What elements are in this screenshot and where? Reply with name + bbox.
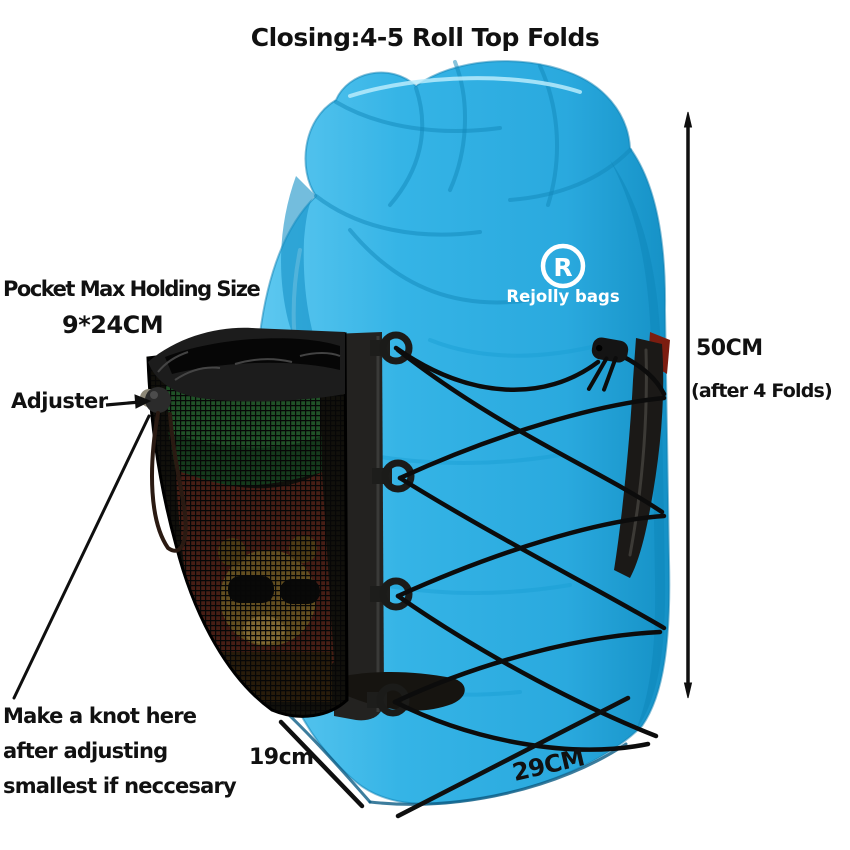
logo-name: Rejolly bags [506, 287, 619, 306]
drawstring-cord-loop [150, 411, 188, 553]
height-measure-line [683, 111, 693, 699]
mesh-pocket [140, 327, 349, 718]
knot-note-line1: Make a knot here [3, 704, 197, 728]
pocket-size-title: Pocket Max Holding Size [3, 277, 261, 301]
roll-top-creases [314, 60, 632, 305]
pocket-drawstring-collar [148, 327, 345, 402]
knot-note-line2: after adjusting [3, 739, 168, 763]
mesh-shade [148, 334, 347, 717]
mesh-overlay [148, 334, 347, 717]
d-rings [367, 331, 415, 717]
width-measure-line [395, 695, 631, 819]
logo-letter: R [553, 253, 572, 282]
d-ring [370, 577, 413, 611]
height-dimension-note: (after 4 Folds) [691, 380, 833, 402]
adjuster-arrow [105, 394, 152, 409]
adjuster-label: Adjuster [11, 389, 108, 413]
pocket-outline [146, 332, 349, 718]
roll-fold-shadow [281, 176, 330, 380]
logo-ring-icon [540, 243, 586, 289]
title-closing-note: Closing:4-5 Roll Top Folds [250, 23, 600, 52]
knot-note-line3: smallest if neccesary [3, 774, 237, 798]
d-ring [367, 683, 410, 717]
knot-leader-line [12, 414, 151, 700]
depth-dimension: 19cm [249, 745, 314, 770]
bungee-cords [392, 345, 667, 752]
pocket-size-value: 9*24CM [62, 311, 164, 339]
d-ring [372, 459, 415, 493]
bag-right-shade [610, 160, 666, 730]
brand-logo: R Rejolly bags [506, 243, 620, 306]
depth-measure-line [278, 719, 365, 809]
height-dimension: 50CM [696, 336, 763, 361]
d-ring [370, 331, 413, 365]
drawstring-adjuster-toggle [140, 387, 171, 413]
cord-lock [586, 337, 629, 392]
strap-highlight [628, 348, 648, 557]
